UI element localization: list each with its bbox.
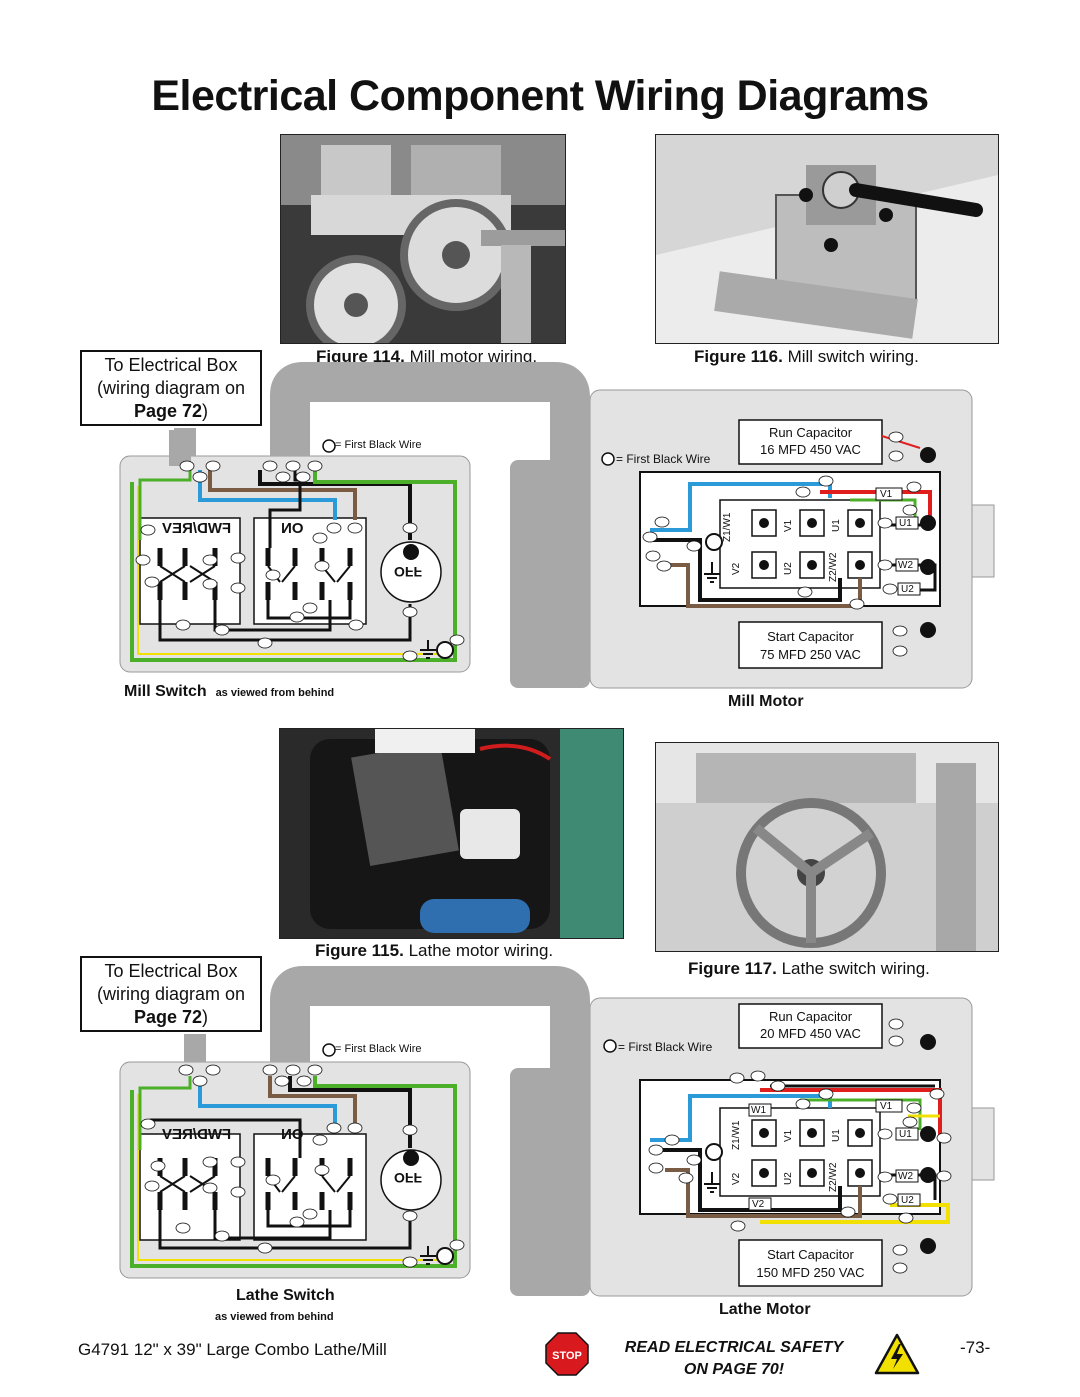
tag-u2-top: U2: [901, 584, 914, 595]
top-wiring-diagram: [119, 362, 995, 689]
tag-u1-top: U1: [899, 518, 912, 529]
svg-text:STOP: STOP: [552, 1350, 582, 1362]
tag-u1-bottom: U1: [899, 1129, 912, 1140]
off-label-top: OFF: [394, 564, 422, 580]
first-black-wire-legend-bottom-motor: = First Black Wire: [618, 1040, 713, 1054]
on-label-bottom: ON: [281, 1126, 304, 1143]
terminal-v1-bottom: V1: [783, 1129, 794, 1142]
terminal-u2-top: U2: [783, 562, 794, 575]
page-title: Electrical Component Wiring Diagrams: [151, 72, 929, 120]
first-black-wire-legend-top-motor: = First Black Wire: [616, 452, 711, 466]
figure-115-caption: Figure 115. Lathe motor wiring.: [315, 941, 554, 960]
figure-116-caption: Figure 116. Mill switch wiring.: [694, 347, 919, 366]
tag-w2-top: W2: [898, 560, 913, 571]
tag-w2-bottom: W2: [898, 1171, 913, 1182]
terminal-v2-bottom: V2: [731, 1172, 742, 1185]
terminal-u1-bottom: U1: [831, 1129, 842, 1142]
figure-117-caption: Figure 117. Lathe switch wiring.: [688, 959, 930, 978]
terminal-v2-top: V2: [731, 562, 742, 575]
terminal-z2w2-bottom: Z2/W2: [828, 1162, 839, 1192]
terminal-v1-top: V1: [783, 519, 794, 532]
figure-114-caption: Figure 114. Mill motor wiring.: [316, 347, 538, 366]
lathe-conduit: [270, 966, 590, 1090]
mill-motor-label: Mill Motor: [728, 693, 804, 710]
tag-w1-bottom: W1: [751, 1105, 766, 1116]
fwd-rev-label-top: FWD/REV: [162, 520, 232, 537]
off-label-bottom: OFF: [394, 1170, 422, 1186]
footer-model-text: G4791 12" x 39" Large Combo Lathe/Mill: [78, 1340, 387, 1359]
fwd-rev-label-bottom: FWD/REV: [162, 1126, 232, 1143]
terminal-z1w1-bottom: Z1/W1: [731, 1120, 742, 1150]
electrical-box-callout-bottom: To Electrical Box (wiring diagram on Pag…: [80, 956, 262, 1032]
terminal-z1w1-top: Z1/W1: [722, 512, 733, 542]
tag-v2-bottom: V2: [752, 1199, 765, 1210]
on-label-top: ON: [281, 520, 304, 537]
stop-sign-icon: STOP: [545, 1332, 589, 1376]
terminal-u2-bottom: U2: [783, 1172, 794, 1185]
tag-v1-bottom: V1: [880, 1101, 893, 1112]
tag-u2-bottom: U2: [901, 1195, 914, 1206]
terminal-z2w2-top: Z2/W2: [828, 552, 839, 582]
page-number: -73-: [960, 1338, 991, 1357]
electrical-hazard-icon: [874, 1333, 920, 1375]
first-black-wire-legend-top-switch: = First Black Wire: [335, 439, 422, 451]
mill-switch-label: Mill Switch as viewed from behind: [124, 683, 335, 700]
lathe-motor-label: Lathe Motor: [719, 1301, 811, 1318]
lathe-switch-label: Lathe Switch: [236, 1287, 335, 1304]
electrical-safety-warning: READ ELECTRICAL SAFETY ON PAGE 70!: [624, 1339, 844, 1378]
terminal-u1-top: U1: [831, 519, 842, 532]
first-black-wire-legend-bottom-switch: = First Black Wire: [335, 1043, 422, 1055]
mill-motor-photo: [280, 134, 566, 344]
lathe-switch-sublabel: as viewed from behind: [215, 1311, 334, 1323]
bottom-wiring-diagram: [119, 966, 995, 1297]
tag-v1-top: V1: [880, 489, 893, 500]
mill-conduit: [270, 362, 590, 480]
electrical-box-callout-top: To Electrical Box (wiring diagram on Pag…: [80, 350, 262, 426]
lathe-motor-photo: [279, 728, 624, 939]
lathe-switch-photo: [655, 742, 999, 952]
mill-switch-photo: [655, 134, 999, 344]
